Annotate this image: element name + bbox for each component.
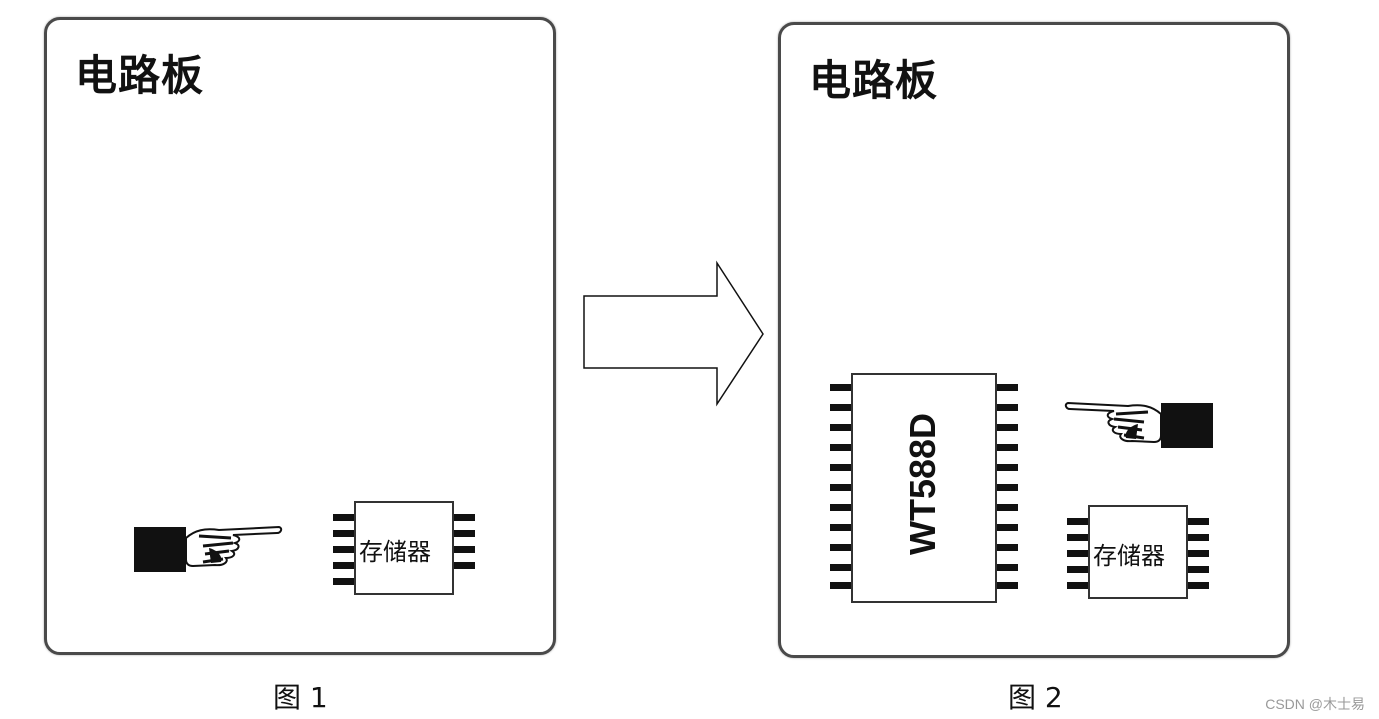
wt588d-chip-label: WT588D: [902, 412, 943, 555]
memory-chip-1: [333, 501, 475, 595]
memory-chip-label-2: 存储器: [1093, 542, 1165, 570]
memory-chip-label-1: 存储器: [359, 538, 431, 566]
pointing-hand-icon-2: [1064, 401, 1213, 448]
board-title-1: 电路板: [75, 51, 205, 100]
pointing-hand-icon-1: [134, 525, 283, 572]
wt588d-chip: [830, 373, 1018, 603]
watermark: CSDN @木士易: [1265, 696, 1365, 712]
figure-caption-1: 图 1: [273, 681, 328, 714]
board-title-2: 电路板: [809, 56, 939, 105]
memory-chip-2: [1067, 505, 1209, 599]
figure-caption-2: 图 2: [1008, 681, 1063, 714]
arrow-right-icon: [583, 260, 764, 407]
circuit-board-1: 电路板: [44, 17, 556, 655]
